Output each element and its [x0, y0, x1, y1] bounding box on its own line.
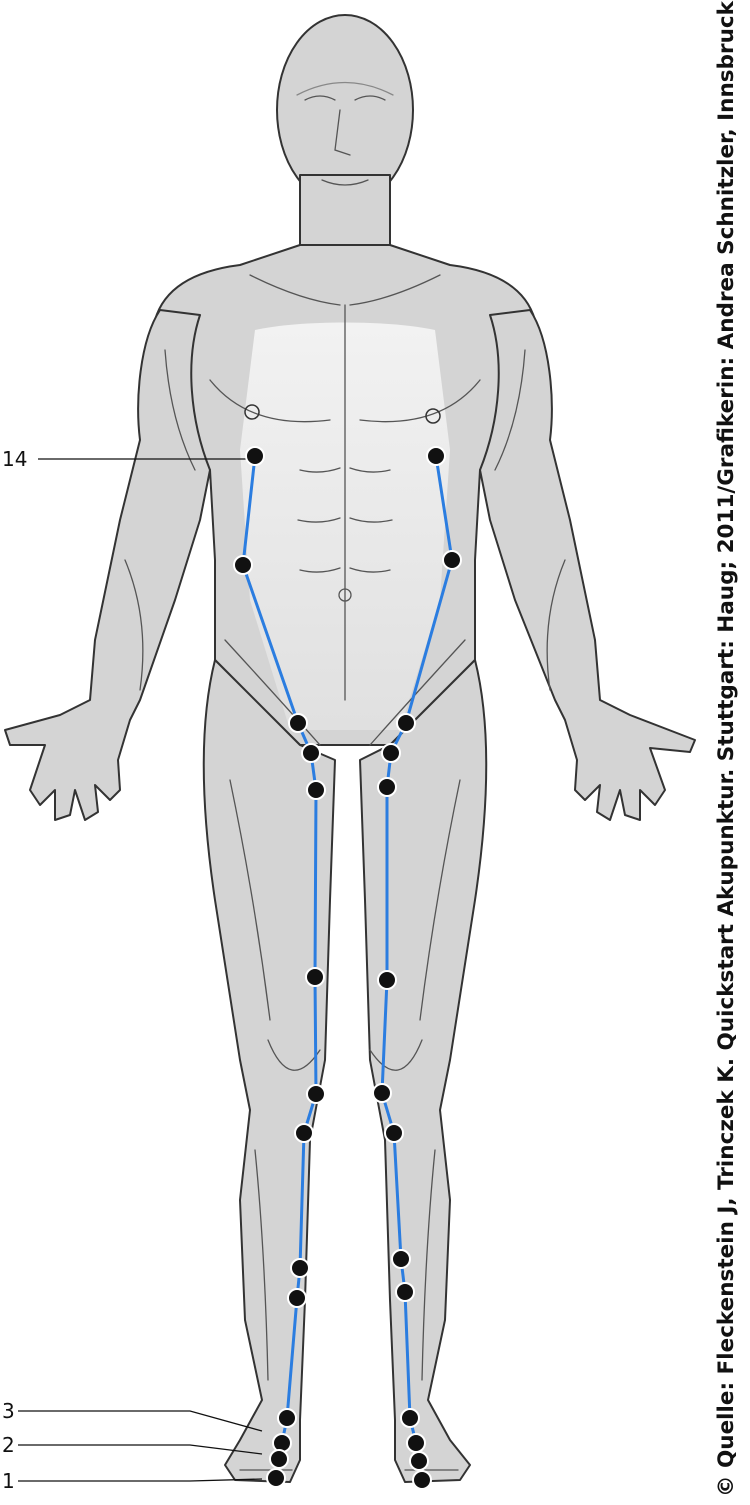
label-point-14: 14 — [2, 447, 28, 471]
point-right-1b[interactable] — [409, 1451, 429, 1471]
nipples — [244, 404, 441, 424]
point-left-3[interactable] — [277, 1408, 297, 1428]
point-right-5[interactable] — [395, 1282, 415, 1302]
body-silhouette — [4, 14, 696, 1483]
leader-2 — [18, 1444, 263, 1455]
arm-left — [4, 309, 211, 821]
acupuncture-points — [233, 446, 462, 1490]
label-point-2: 2 — [2, 1433, 15, 1457]
point-right-10[interactable] — [377, 777, 397, 797]
point-left-10[interactable] — [306, 780, 326, 800]
neck — [299, 174, 391, 251]
point-left-1b[interactable] — [269, 1449, 289, 1469]
label-leaders — [18, 458, 263, 1482]
image-credit: © Quelle: Fleckenstein J, Trinczek K. Qu… — [714, 1, 739, 1497]
point-left-12[interactable] — [288, 713, 308, 733]
point-right-2[interactable] — [406, 1433, 426, 1453]
point-right-3[interactable] — [400, 1408, 420, 1428]
point-right-7[interactable] — [384, 1123, 404, 1143]
point-right-8[interactable] — [372, 1083, 392, 1103]
point-left-14[interactable] — [245, 446, 265, 466]
point-right-14[interactable] — [426, 446, 446, 466]
point-left-5[interactable] — [287, 1288, 307, 1308]
point-right-13[interactable] — [442, 550, 462, 570]
point-left-9[interactable] — [305, 967, 325, 987]
label-point-1: 1 — [2, 1469, 15, 1493]
point-left-7[interactable] — [294, 1123, 314, 1143]
point-right-1[interactable] — [412, 1470, 432, 1490]
label-point-3: 3 — [2, 1399, 15, 1423]
point-left-6[interactable] — [290, 1258, 310, 1278]
muscle-lines — [124, 81, 566, 1471]
leader-3 — [18, 1410, 263, 1432]
point-left-13[interactable] — [233, 555, 253, 575]
point-right-12[interactable] — [396, 713, 416, 733]
point-left-8[interactable] — [306, 1084, 326, 1104]
leader-1 — [18, 1478, 263, 1482]
point-right-9[interactable] — [377, 970, 397, 990]
point-left-11[interactable] — [301, 743, 321, 763]
point-right-6[interactable] — [391, 1249, 411, 1269]
point-right-11[interactable] — [381, 743, 401, 763]
leg-right — [359, 659, 488, 1483]
point-left-1[interactable] — [266, 1468, 286, 1488]
point-left-2[interactable] — [272, 1433, 292, 1453]
arm-right — [479, 309, 696, 821]
